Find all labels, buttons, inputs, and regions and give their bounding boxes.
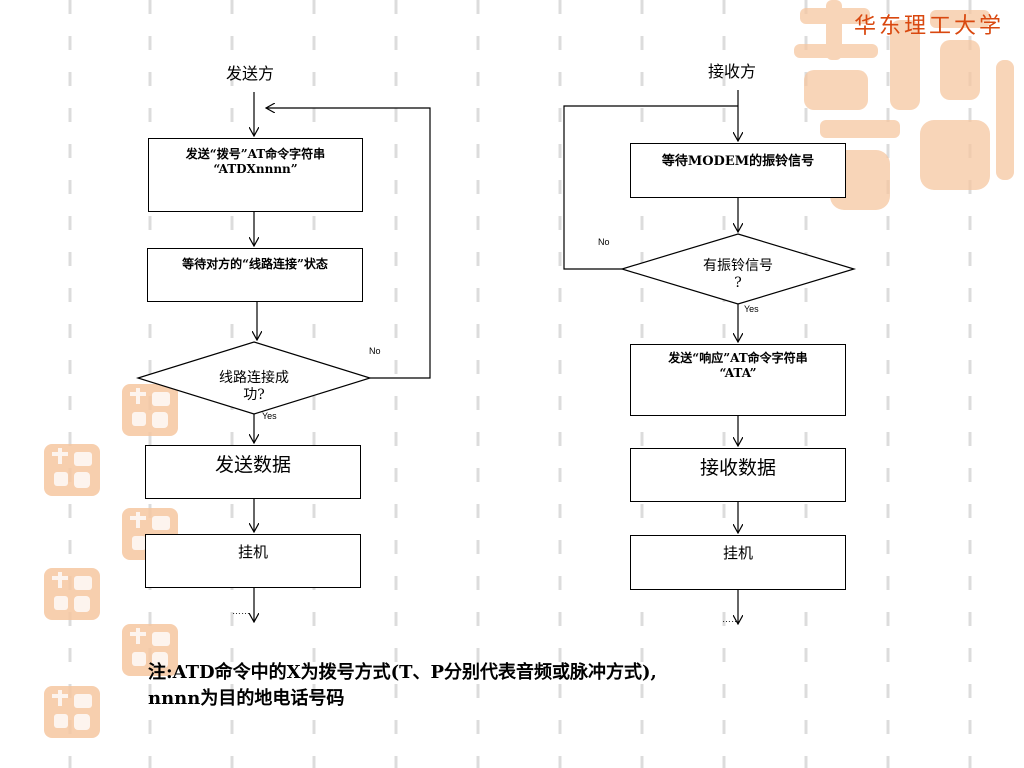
sender-decision-line2: 功? xyxy=(243,387,265,403)
stamp-logo xyxy=(44,686,100,738)
sender-decision-line1: 线路连接成 xyxy=(219,370,289,386)
dial-command-box: 发送“拨号”AT命令字符串 “ATDXnnnn” xyxy=(148,138,363,212)
receiver-decision-line2: ? xyxy=(734,275,742,291)
send-data-box: 发送数据 xyxy=(145,445,361,499)
wait-ring-box: 等待MODEM的振铃信号 xyxy=(630,143,846,198)
sender-hangup-label: 挂机 xyxy=(237,543,268,561)
answer-command-box: 发送“响应”AT命令字符串 “ATA” xyxy=(630,344,846,416)
footnote: 注:ATD命令中的X为拨号方式(T、P分别代表音频或脉冲方式), nnnn为目的… xyxy=(148,660,657,712)
receive-data-box: 接收数据 xyxy=(630,448,846,502)
sender-no-label: No xyxy=(369,346,381,356)
sender-decision-diamond xyxy=(135,341,373,415)
answer-command-line1: 发送“响应”AT命令字符串 xyxy=(668,351,808,365)
footnote-line2: nnnn为目的地电话号码 xyxy=(148,688,345,709)
sender-decision-label: 线路连接成 功? xyxy=(184,370,324,404)
dial-command-line2: “ATDXnnnn” xyxy=(213,162,298,176)
receiver-yes-label: Yes xyxy=(744,304,759,314)
wait-ring-label: 等待MODEM的振铃信号 xyxy=(661,154,815,169)
receiver-decision-diamond xyxy=(619,233,857,305)
receiver-continue-mark: …… xyxy=(722,614,740,624)
receive-data-label: 接收数据 xyxy=(699,457,776,479)
stamp-logo xyxy=(122,624,178,676)
footnote-line1: 注:ATD命令中的X为拨号方式(T、P分别代表音频或脉冲方式), xyxy=(148,662,657,683)
receiver-hangup-label: 挂机 xyxy=(722,544,753,562)
dial-command-line1: 发送“拨号”AT命令字符串 xyxy=(185,147,326,161)
wait-connection-label: 等待对方的“线路连接”状态 xyxy=(182,257,328,271)
school-name: 华东理工大学 xyxy=(854,14,1005,39)
answer-command-line2: “ATA” xyxy=(719,366,757,380)
receiver-no-label: No xyxy=(598,237,610,247)
receiver-decision-label: 有振铃信号 ? xyxy=(668,258,808,292)
stamp-logo xyxy=(44,568,100,620)
sender-continue-mark: …… xyxy=(232,606,250,616)
sender-title: 发送方 xyxy=(226,64,275,83)
sender-yes-label: Yes xyxy=(262,411,277,421)
receiver-title: 接收方 xyxy=(708,62,757,81)
receiver-hangup-box: 挂机 xyxy=(630,535,846,590)
send-data-label: 发送数据 xyxy=(214,454,291,476)
wait-connection-box: 等待对方的“线路连接”状态 xyxy=(147,248,363,302)
stamp-logo xyxy=(44,444,100,496)
stamp-logo xyxy=(122,384,178,436)
sender-hangup-box: 挂机 xyxy=(145,534,361,588)
receiver-decision-line1: 有振铃信号 xyxy=(703,258,773,274)
